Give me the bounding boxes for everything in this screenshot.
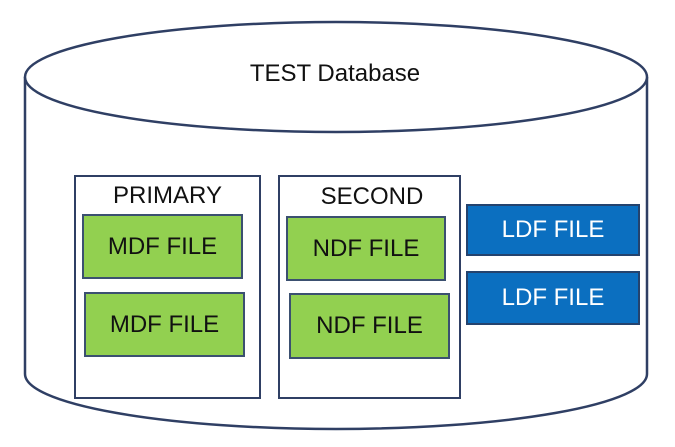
ndf-file-2-label: NDF FILE <box>316 312 423 339</box>
filegroup-second-title: SECOND <box>320 183 424 210</box>
mdf-file-1-label: MDF FILE <box>107 232 218 260</box>
ndf-file-1: NDF FILE <box>286 216 446 281</box>
ldf-file-2-label: LDF FILE <box>501 284 605 311</box>
filegroup-second <box>278 175 461 399</box>
cylinder-top <box>23 20 649 134</box>
database-title: TEST Database <box>249 60 421 87</box>
ldf-file-1: LDF FILE <box>466 204 640 256</box>
mdf-file-2: MDF FILE <box>84 292 245 357</box>
mdf-file-1: MDF FILE <box>82 214 243 279</box>
filegroup-primary-title: PRIMARY <box>113 182 222 209</box>
ldf-file-2: LDF FILE <box>466 271 640 325</box>
ndf-file-2: NDF FILE <box>289 293 450 359</box>
filegroup-primary <box>74 175 261 399</box>
mdf-file-2-label: MDF FILE <box>109 310 220 338</box>
ndf-file-1-label: NDF FILE <box>312 234 420 262</box>
ldf-file-1-label: LDF FILE <box>501 216 605 243</box>
